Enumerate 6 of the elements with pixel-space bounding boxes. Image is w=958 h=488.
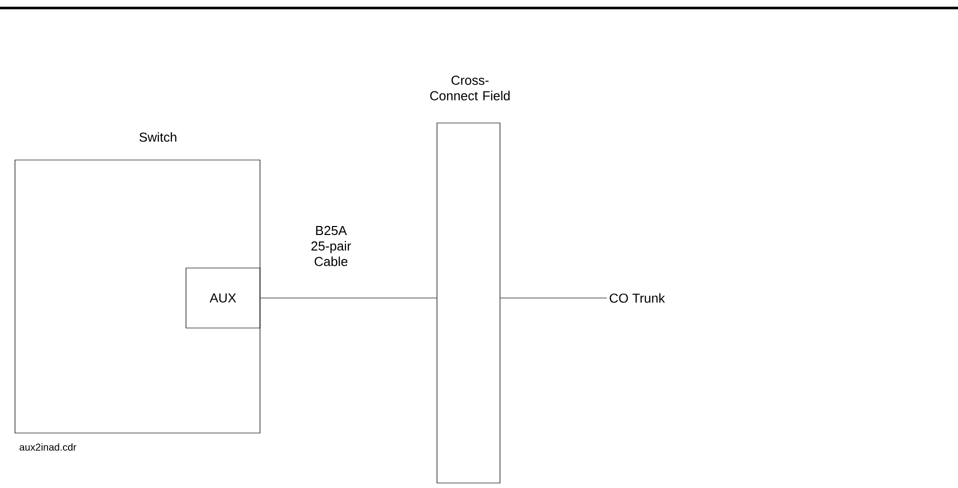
box-heading: Switch [139,132,176,142]
box: AUX [186,268,260,328]
terminal-label: CO Trunk [610,293,665,303]
box-heading: Cross-Connect Field [430,76,510,100]
file-name: aux2inad.cdr [20,443,76,451]
edge-label: B25A 25-pair Cable [311,226,351,266]
